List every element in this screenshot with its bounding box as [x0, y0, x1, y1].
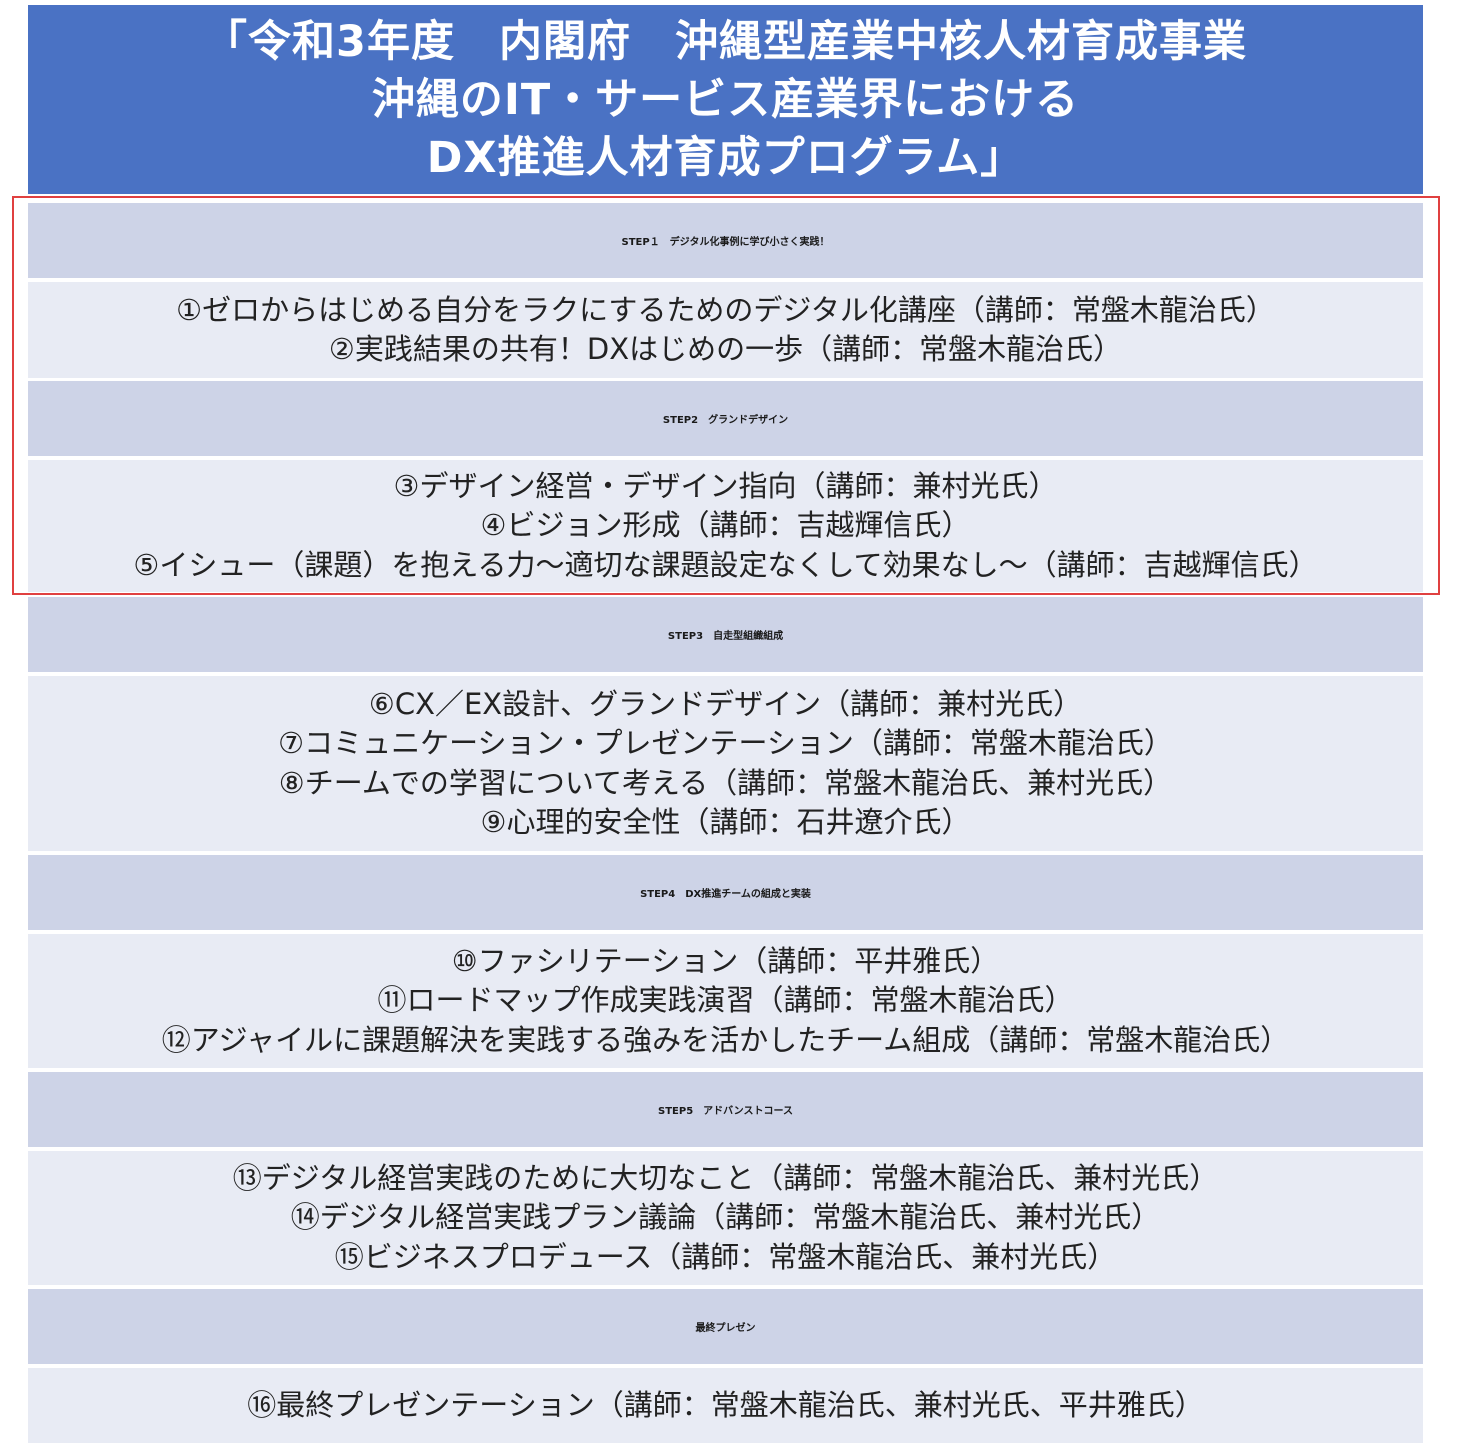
lesson-item: ⑯最終プレゼンテーション（講師：常盤木龍治氏、兼村光氏、平井雅氏） — [247, 1387, 1204, 1422]
lesson-item: ③デザイン経営・デザイン指向（講師：兼村光氏） — [393, 468, 1058, 503]
lesson-item: ⑫アジャイルに課題解決を実践する強みを活かしたチーム組成（講師：常盤木龍治氏） — [161, 1022, 1290, 1057]
final-lessons: ⑯最終プレゼンテーション（講師：常盤木龍治氏、兼村光氏、平井雅氏） — [28, 1368, 1423, 1443]
step-3-heading: STEP3 自走型組織組成 — [28, 597, 1423, 672]
step-4-heading: STEP4 DX推進チームの組成と実装 — [28, 855, 1423, 930]
lesson-item: ②実践結果の共有！DXはじめの一歩（講師：常盤木龍治氏） — [328, 332, 1123, 366]
lesson-item: ⑩ファシリテーション（講師：平井雅氏） — [451, 943, 1000, 978]
lesson-item: ⑧チームでの学習について考える（講師：常盤木龍治氏、兼村光氏） — [278, 765, 1173, 800]
lesson-item: ⑥CX／EX設計、グランドデザイン（講師：兼村光氏） — [368, 686, 1083, 721]
lesson-item: ⑨心理的安全性（講師：石井遼介氏） — [480, 805, 971, 839]
lesson-item: ①ゼロからはじめる自分をラクにするためのデジタル化講座（講師：常盤木龍治氏） — [176, 292, 1275, 327]
step-5-lessons: ⑬デジタル経営実践のために大切なこと（講師：常盤木龍治氏、兼村光氏） ⑭デジタル… — [28, 1151, 1423, 1285]
step-3-lessons: ⑥CX／EX設計、グランドデザイン（講師：兼村光氏） ⑦コミュニケーション・プレ… — [28, 676, 1423, 851]
lesson-item: ⑭デジタル経営実践プラン議論（講師：常盤木龍治氏、兼村光氏） — [290, 1200, 1161, 1235]
step-4-lessons: ⑩ファシリテーション（講師：平井雅氏） ⑪ロードマップ作成実践演習（講師：常盤木… — [28, 934, 1423, 1068]
title-line: 沖縄のIT・サービス産業界における — [371, 74, 1080, 125]
lesson-item: ⑦コミュニケーション・プレゼンテーション（講師：常盤木龍治氏） — [278, 726, 1173, 760]
title-line: 「令和3年度 内閣府 沖縄型産業中核人材育成事業 — [204, 16, 1247, 67]
title-line: DX推進人材育成プログラム」 — [426, 132, 1025, 183]
final-heading: 最終プレゼン — [28, 1289, 1423, 1364]
step-2-lessons: ③デザイン経営・デザイン指向（講師：兼村光氏） ④ビジョン形成（講師：吉越輝信氏… — [28, 460, 1423, 592]
lesson-item: ⑪ロードマップ作成実践演習（講師：常盤木龍治氏） — [377, 983, 1074, 1018]
step-1-heading: STEP１ デジタル化事例に学び小さく実践！ — [28, 203, 1423, 278]
lesson-item: ⑬デジタル経営実践のために大切なこと（講師：常盤木龍治氏、兼村光氏） — [232, 1160, 1219, 1195]
step-2-heading: STEP2 グランドデザイン — [28, 381, 1423, 456]
lesson-item: ⑤イシュー（課題）を抱える力～適切な課題設定なくして効果なし～（講師：吉越輝信氏… — [133, 547, 1318, 582]
step-5-heading: STEP5 アドバンストコース — [28, 1072, 1423, 1147]
step-1-lessons: ①ゼロからはじめる自分をラクにするためのデジタル化講座（講師：常盤木龍治氏） ②… — [28, 282, 1423, 378]
lesson-item: ④ビジョン形成（講師：吉越輝信氏） — [480, 508, 971, 543]
program-title: 「令和3年度 内閣府 沖縄型産業中核人材育成事業 沖縄のIT・サービス産業界にお… — [28, 5, 1423, 194]
lesson-item: ⑮ビジネスプロデュース（講師：常盤木龍治氏、兼村光氏） — [334, 1239, 1117, 1274]
